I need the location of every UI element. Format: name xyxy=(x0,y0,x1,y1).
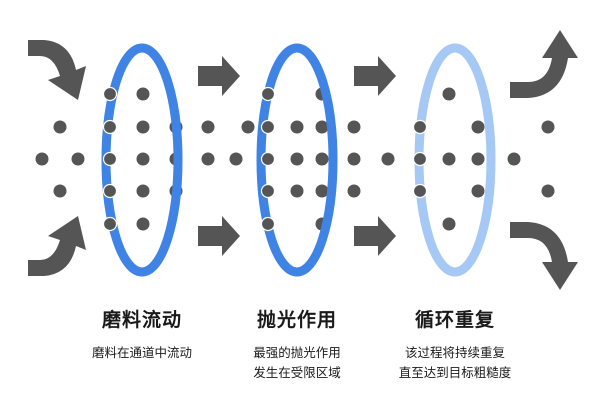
particle-dot xyxy=(102,86,118,102)
flow-arrow-icon xyxy=(354,216,396,256)
particle-dot xyxy=(260,119,276,135)
stage-2-line-1: 最强的抛光作用 xyxy=(253,345,341,360)
abrasive-particles xyxy=(35,87,555,231)
flow-arrow-icon xyxy=(198,216,240,256)
flow-arrow-icon xyxy=(354,56,396,96)
particle-dot xyxy=(290,152,304,166)
particle-dot xyxy=(260,216,276,232)
particle-dot xyxy=(541,184,555,198)
particle-dot xyxy=(471,120,485,134)
particle-dot xyxy=(201,120,215,134)
particle-dot xyxy=(347,152,361,166)
stage-2-description: 最强的抛光作用 发生在受限区域 xyxy=(197,343,397,383)
particle-dot xyxy=(53,120,67,134)
particle-dot xyxy=(102,151,118,167)
particle-dot xyxy=(53,184,67,198)
particle-dot xyxy=(290,184,304,198)
stage-2-title: 抛光作用 xyxy=(256,309,337,331)
inflow-bottom-arrow-icon xyxy=(28,216,86,276)
stage-1-line-1: 磨料在通道中流动 xyxy=(91,345,192,360)
stage-3-line-1: 该过程将持续重复 xyxy=(404,345,505,360)
abrasive-particles-front xyxy=(102,86,428,232)
particle-dot xyxy=(71,152,85,166)
particle-dot xyxy=(442,87,456,101)
particle-dot xyxy=(260,151,276,167)
inflow-top-arrow-icon xyxy=(28,40,86,100)
stage-3-line-2: 直至达到目标粗糙度 xyxy=(398,365,512,380)
particle-dot xyxy=(315,152,329,166)
particle-dot xyxy=(260,86,276,102)
particle-dot xyxy=(136,87,150,101)
stage-1-title: 磨料流动 xyxy=(101,309,182,331)
stage-3-description: 该过程将持续重复 直至达到目标粗糙度 xyxy=(355,343,555,383)
particle-dot xyxy=(315,184,329,198)
particle-dot xyxy=(136,152,150,166)
particle-dot xyxy=(507,152,521,166)
particle-dot xyxy=(102,216,118,232)
flow-arrow-icon xyxy=(198,56,240,96)
particle-dot xyxy=(381,152,395,166)
particle-dot xyxy=(35,152,49,166)
particle-dot xyxy=(315,120,329,134)
particle-dot xyxy=(412,183,428,199)
stage-1-description: 磨料在通道中流动 xyxy=(42,343,242,363)
particle-dot xyxy=(471,152,485,166)
particle-dot xyxy=(229,152,243,166)
particle-dot xyxy=(442,217,456,231)
particle-dot xyxy=(136,217,150,231)
particle-dot xyxy=(541,120,555,134)
particle-dot xyxy=(290,120,304,134)
particle-dot xyxy=(241,120,255,134)
particle-dot xyxy=(412,151,428,167)
particle-dot xyxy=(260,183,276,199)
particle-dot xyxy=(102,119,118,135)
stage-2-line-2: 发生在受限区域 xyxy=(253,365,341,380)
particle-dot xyxy=(102,183,118,199)
outflow-bottom-arrow-icon xyxy=(510,222,578,290)
outflow-top-arrow-icon xyxy=(510,30,578,98)
particle-dot xyxy=(471,184,485,198)
particle-dot xyxy=(136,120,150,134)
particle-dot xyxy=(442,152,456,166)
stage-3-title: 循环重复 xyxy=(414,309,495,331)
particle-dot xyxy=(412,119,428,135)
particle-dot xyxy=(347,120,361,134)
particle-dot xyxy=(136,184,150,198)
particle-dot xyxy=(347,184,361,198)
particle-dot xyxy=(201,152,215,166)
